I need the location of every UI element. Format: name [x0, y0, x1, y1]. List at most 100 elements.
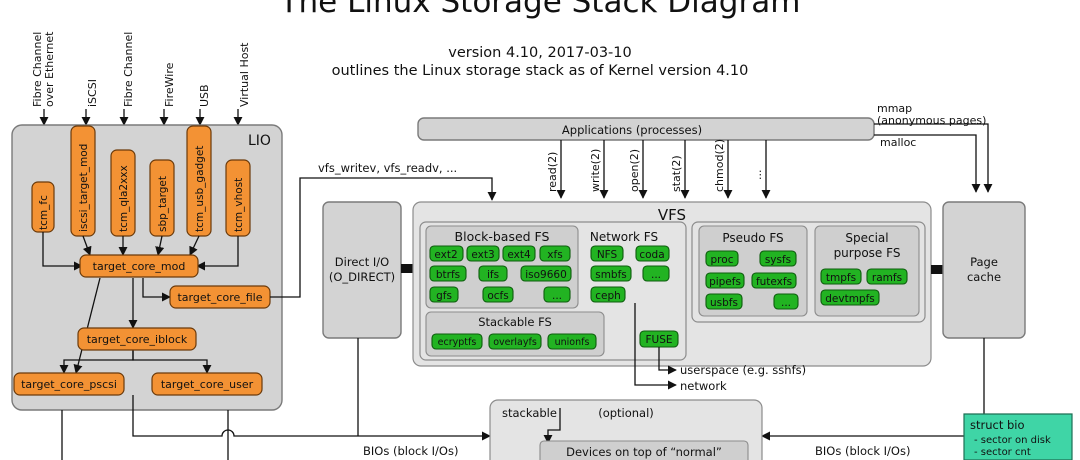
stackable-fs-title: Stackable FS: [478, 315, 552, 329]
fs-ifs: [478, 265, 508, 282]
mmap-anon-label: (anonymous pages): [877, 114, 986, 127]
fs-sysfs: [759, 250, 797, 267]
fs-network-more: [642, 265, 670, 282]
pseudo-fs-title: Pseudo FS: [722, 231, 783, 245]
fs-nfs: [590, 245, 624, 262]
special-fs-title-1: Special: [845, 231, 888, 245]
page-cache-sub-label: cache: [967, 270, 1001, 284]
fs-gfs: [429, 286, 459, 303]
fs-unionfs: [547, 333, 597, 350]
optional-label: (optional): [598, 406, 654, 420]
syscall-read: read(2): [546, 152, 559, 192]
stackable-label: stackable: [502, 406, 557, 420]
block-fs-title: Block-based FS: [455, 229, 550, 244]
syscall-write: write(2): [589, 149, 602, 192]
fs-usbfs: [705, 293, 743, 310]
version-text: version 4.10, 2017-03-10: [448, 45, 632, 61]
fs-devtmpfs: [820, 289, 880, 306]
fs-ceph-label: ceph: [595, 290, 621, 302]
target-core-user-box: [151, 372, 263, 396]
network-fs-title: Network FS: [590, 230, 658, 244]
bios-left-label: BIOs (block I/Os): [363, 444, 458, 458]
stackable-fs-items: ecryptfs overlayfs unionfs: [431, 333, 597, 350]
fs-xfs-label: xfs: [547, 249, 562, 261]
page-cache-label: Page: [970, 255, 998, 269]
fs-iso9660: [520, 265, 572, 282]
fs-nfs-label: NFS: [597, 249, 618, 261]
fs-ifs-label: ifs: [487, 269, 499, 281]
special-fs-title-2: purpose FS: [834, 246, 901, 260]
fs-overlayfs: [488, 333, 542, 350]
module-tcm-vhost-label: tcm_vhost: [233, 178, 245, 232]
fs-ext3: [466, 245, 500, 262]
target-core-iblock-label: target_core_iblock: [87, 333, 188, 346]
fs-proc-label: proc: [711, 254, 734, 266]
fs-unionfs-label: unionfs: [555, 337, 590, 348]
file-to-vfs-line: [270, 177, 497, 298]
input-label-vhost: Virtual Host: [238, 42, 251, 107]
target-core-user-label: target_core_user: [161, 378, 254, 391]
devices-on-top-box: [539, 440, 749, 460]
struct-bio-title: struct bio: [970, 418, 1025, 432]
lio-arrows: [42, 232, 239, 374]
fs-smbfs: [590, 265, 632, 282]
fs-tmpfs: [820, 268, 862, 285]
syscall-more: ...: [751, 170, 764, 181]
diagram-title: The Linux Storage Stack Diagram: [279, 0, 801, 20]
block-fs-items: ext2 ext3 ext4 xfs btrfs ifs iso9660 gfs…: [429, 245, 572, 303]
module-iscsi-target-label: iscsi_target_mod: [78, 144, 90, 232]
fs-pseudo-more: [773, 293, 799, 310]
fs-iso9660-label: iso9660: [525, 269, 567, 281]
fs-ext4: [502, 245, 536, 262]
syscall-arrows: [556, 140, 771, 199]
fs-ext2-label: ext2: [434, 249, 457, 261]
pseudo-fs-items: proc sysfs pipefs futexfs usbfs ...: [705, 250, 799, 310]
outline-text: outlines the Linux storage stack as of K…: [332, 63, 749, 79]
fs-usbfs-label: usbfs: [710, 297, 738, 309]
fs-xfs: [539, 245, 571, 262]
struct-bio-box: [963, 413, 1073, 460]
fs-ocfs-label: ocfs: [487, 290, 508, 302]
fs-ext2: [429, 245, 464, 262]
mmap-arrows: [874, 123, 993, 193]
input-label-fcoe-1: Fibre Channel: [31, 32, 44, 107]
fs-pseudo-more-label: ...: [781, 297, 791, 309]
struct-bio-item-count: - sector cnt: [974, 447, 1031, 458]
fs-futexfs: [751, 272, 797, 289]
vfs-label: VFS: [658, 206, 686, 224]
direct-io-label: Direct I/O: [335, 255, 389, 269]
fs-smbfs-label: smbfs: [595, 269, 627, 281]
fs-sysfs-label: sysfs: [765, 254, 791, 266]
struct-bio-item-sector: - sector on disk: [974, 435, 1051, 446]
direct-io-sub-label: (O_DIRECT): [329, 270, 395, 284]
lio-bottom-lines: [61, 395, 491, 460]
mmap-label: mmap: [877, 102, 912, 115]
fs-ext4-label: ext4: [507, 249, 531, 261]
module-tcm-qla2xxx-label: tcm_qla2xxx: [118, 165, 130, 232]
fuse-label: FUSE: [645, 334, 672, 346]
fs-pipefs-label: pipefs: [709, 276, 741, 288]
target-core-pscsi-label: target_core_pscsi: [21, 378, 117, 391]
target-core-mod-box: [79, 254, 199, 278]
syscall-chmod: chmod(2): [713, 139, 726, 192]
top-input-labels: Fibre Channel over Ethernet iSCSI Fibre …: [31, 31, 251, 107]
devices-on-top-label: Devices on top of “normal”: [566, 445, 722, 459]
fs-block-more: [543, 286, 571, 303]
fs-ramfs-label: ramfs: [872, 272, 902, 284]
fs-btrfs-label: btrfs: [436, 269, 460, 281]
lio-label: LIO: [248, 133, 271, 149]
fs-tmpfs-label: tmpfs: [826, 272, 856, 284]
fs-btrfs: [429, 265, 467, 282]
page-cache-connector: [931, 265, 943, 274]
module-sbp-target-label: sbp_target: [157, 176, 169, 232]
input-label-usb: USB: [198, 84, 211, 107]
fuse-network-lines: [634, 303, 677, 390]
input-arrows: [39, 109, 243, 126]
fs-block-more-label: ...: [552, 290, 562, 302]
input-label-fcoe-2: over Ethernet: [43, 31, 56, 107]
stackable-loop: [543, 408, 561, 444]
target-core-mod-label: target_core_mod: [93, 260, 186, 273]
network-fs-items: NFS coda smbfs ... ceph: [590, 245, 670, 303]
input-label-firewire: FireWire: [163, 62, 176, 107]
